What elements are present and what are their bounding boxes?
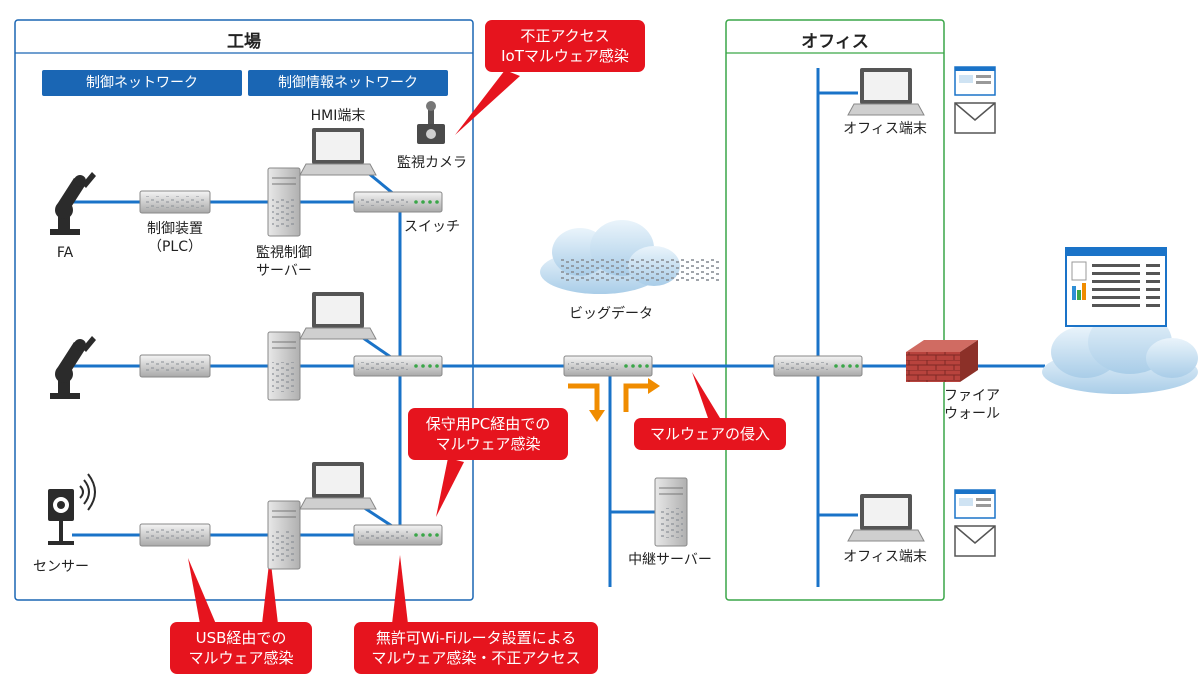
laptop-icon: [847, 68, 925, 116]
scada-server-label: 監視制御 サーバー: [256, 245, 312, 279]
hmi-label: HMI端末: [310, 108, 366, 124]
switch-icon: [773, 355, 863, 377]
laptop-icon: [847, 494, 925, 542]
plc-device-icon: [139, 354, 211, 378]
switch-icon: [563, 355, 653, 377]
fa-label: FA: [56, 245, 74, 261]
web-window-icon: [1065, 247, 1167, 327]
firewall-icon: [906, 340, 978, 382]
robot-arm-icon: [50, 336, 96, 399]
sensor-label: センサー: [33, 559, 89, 575]
switch-icon: [353, 524, 443, 546]
callout-pointers: [188, 70, 720, 624]
usb-malware-callout: USB経由での マルウェア感染: [170, 622, 312, 674]
laptop-icon: [299, 292, 377, 340]
plc-device-icon: [139, 523, 211, 547]
sensor-icon: [48, 473, 96, 545]
office-pc-label-top: オフィス端末: [843, 121, 927, 137]
office-box: [725, 19, 945, 601]
firewall-label: ファイア ウォール: [944, 388, 1000, 422]
robot-arm-icon: [50, 172, 96, 235]
office-title: オフィス: [801, 32, 869, 52]
malware-intrusion-callout: マルウェアの侵入: [634, 418, 786, 450]
maintenance-pc-malware-callout: 保守用PC経由での マルウェア感染: [408, 408, 568, 460]
network-lines: [72, 68, 1045, 587]
camera-label: 監視カメラ: [397, 155, 467, 171]
mail-icon: [954, 525, 996, 557]
server-tower-icon: [267, 500, 301, 570]
control-info-network-tag: 制御情報ネットワーク: [248, 70, 448, 96]
switch-icon: [353, 355, 443, 377]
iot-malware-callout: 不正アクセス IoTマルウェア感染: [485, 20, 645, 72]
wifi-router-malware-callout: 無許可Wi-Fiルータ設置による マルウェア感染・不正アクセス: [354, 622, 598, 674]
bigdata-label: ビッグデータ: [569, 306, 653, 322]
control-network-tag: 制御ネットワーク: [42, 70, 242, 96]
app-window-icon: [954, 66, 996, 96]
relay-server-icon: [654, 477, 688, 547]
switch-label: スイッチ: [404, 219, 460, 235]
server-tower-icon: [267, 331, 301, 401]
intrusion-arrows: [568, 383, 650, 412]
factory-box: [14, 19, 474, 601]
app-window-icon: [954, 489, 996, 519]
bigdata-cloud-icon: [540, 220, 720, 294]
camera-icon: [417, 101, 445, 144]
plc-label: 制御装置 （PLC）: [147, 221, 203, 255]
switch-icon: [353, 191, 443, 213]
office-pc-label-bottom: オフィス端末: [843, 549, 927, 565]
relay-server-label: 中継サーバー: [628, 552, 712, 568]
mail-icon: [954, 102, 996, 134]
factory-title: 工場: [227, 32, 261, 52]
laptop-icon: [299, 128, 377, 176]
laptop-icon: [299, 462, 377, 510]
server-tower-icon: [267, 167, 301, 237]
plc-device-icon: [139, 190, 211, 214]
